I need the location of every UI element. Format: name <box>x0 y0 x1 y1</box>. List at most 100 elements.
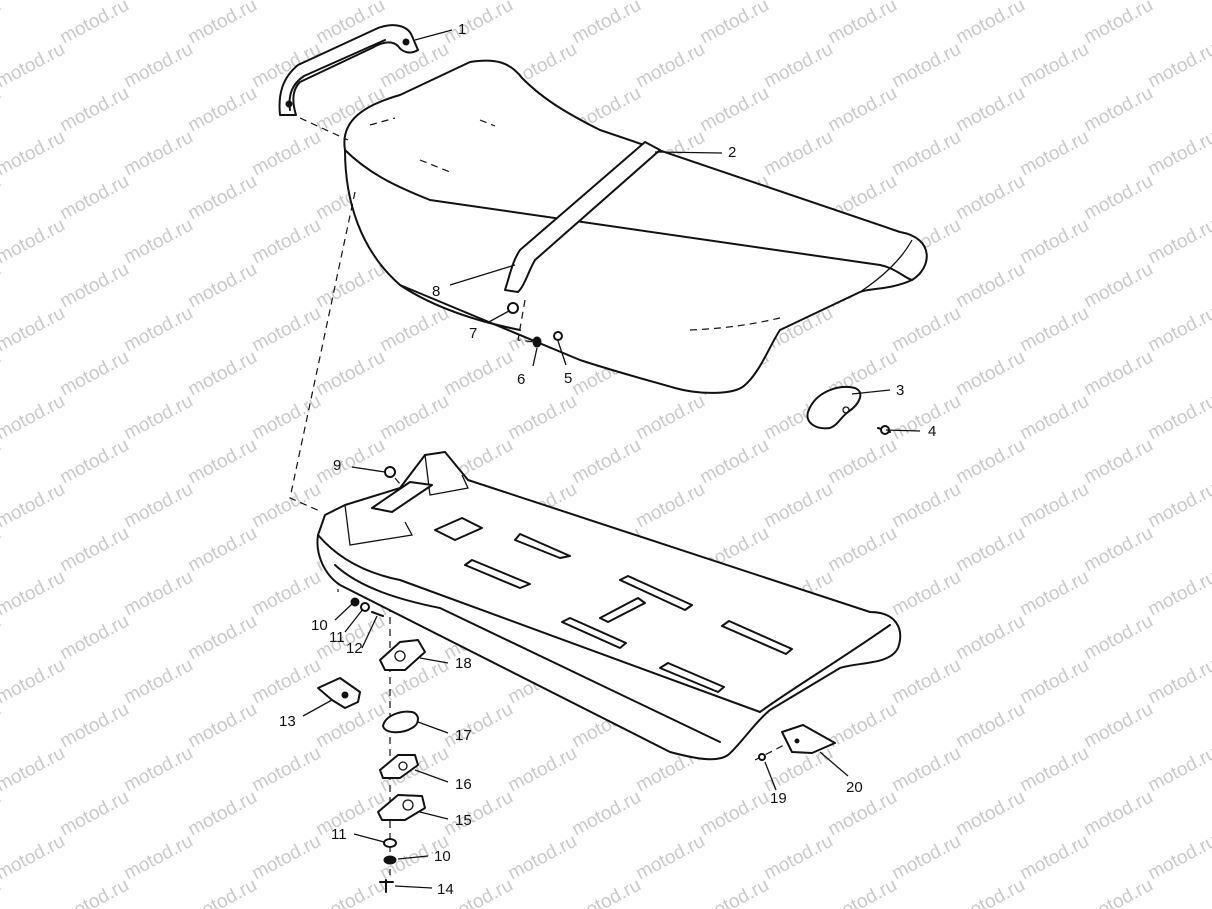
callout-15: 15 <box>455 812 472 829</box>
watermark-text: motod.ru <box>56 875 132 909</box>
callout-12: 12 <box>346 640 363 657</box>
watermark-text: motod.ru <box>1208 875 1212 909</box>
watermark-text: motod.ru <box>0 39 69 93</box>
watermark-text: motod.ru <box>1144 567 1212 621</box>
watermark-text: motod.ru <box>888 127 964 181</box>
watermark-text: motod.ru <box>1144 303 1212 357</box>
callout-6: 6 <box>517 371 525 388</box>
watermark-text: motod.ru <box>120 655 196 709</box>
watermark-text: motod.ru <box>568 875 644 909</box>
watermark-text: motod.ru <box>376 0 452 4</box>
callout-14: 14 <box>437 881 454 898</box>
watermark-text: motod.ru <box>0 567 69 621</box>
watermark-text: motod.ru <box>888 655 964 709</box>
watermark-text: motod.ru <box>504 0 580 4</box>
watermark-text: motod.ru <box>312 435 388 489</box>
watermark-text: motod.ru <box>248 655 324 709</box>
seat-strap <box>504 141 661 293</box>
watermark-text: motod.ru <box>56 171 132 225</box>
watermark-text: motod.ru <box>632 391 708 445</box>
latch-plate-15 <box>377 794 426 821</box>
callout-4: 4 <box>928 423 936 440</box>
grab-handle <box>278 24 419 116</box>
watermark-text: motod.ru <box>824 523 900 577</box>
watermark-text: motod.ru <box>440 0 516 48</box>
watermark-text: motod.ru <box>760 831 836 885</box>
watermark-text: motod.ru <box>184 787 260 841</box>
watermark-text: motod.ru <box>184 347 260 401</box>
watermark-text: motod.ru <box>1080 259 1156 313</box>
watermark-text: motod.ru <box>760 39 836 93</box>
leader-lines <box>302 29 921 889</box>
watermark-text: motod.ru <box>952 171 1028 225</box>
pin-17 <box>382 710 419 734</box>
watermark-text: motod.ru <box>120 831 196 885</box>
watermark-text: motod.ru <box>1144 479 1212 533</box>
watermark-text: motod.ru <box>120 0 196 4</box>
watermark-text: motod.ru <box>312 875 388 909</box>
watermark-text: motod.ru <box>184 0 260 48</box>
washer-11-lower <box>383 838 397 848</box>
nut-7 <box>507 302 519 314</box>
watermark-text: motod.ru <box>504 391 580 445</box>
nut-9 <box>384 466 396 478</box>
watermark-text: motod.ru <box>824 83 900 137</box>
watermark-text: motod.ru <box>824 0 900 48</box>
watermark-text: motod.ru <box>0 479 69 533</box>
watermark-text: motod.ru <box>56 611 132 665</box>
bumper-3 <box>806 386 862 430</box>
watermark-text: motod.ru <box>568 0 644 48</box>
watermark-text: motod.ru <box>248 479 324 533</box>
watermark-text: motod.ru <box>1080 787 1156 841</box>
watermark-text: motod.ru <box>0 0 5 48</box>
watermark-text: motod.ru <box>888 303 964 357</box>
watermark-text: motod.ru <box>120 479 196 533</box>
watermark-text: motod.ru <box>0 0 69 4</box>
watermark-text: motod.ru <box>632 39 708 93</box>
watermark-text: motod.ru <box>1080 699 1156 753</box>
rivet-19 <box>758 753 766 761</box>
callout-3: 3 <box>896 382 904 399</box>
watermark-text: motod.ru <box>1144 215 1212 269</box>
washer-10 <box>350 597 360 607</box>
watermark-text: motod.ru <box>568 787 644 841</box>
watermark-text: motod.ru <box>632 0 708 4</box>
watermark-text: motod.ru <box>56 83 132 137</box>
watermark-text: motod.ru <box>1016 0 1092 4</box>
watermark-text: motod.ru <box>120 743 196 797</box>
watermark-text: motod.ru <box>184 611 260 665</box>
watermark-text: motod.ru <box>184 875 260 909</box>
watermark-text: motod.ru <box>760 479 836 533</box>
watermark-text: motod.ru <box>760 0 836 4</box>
watermark-text: motod.ru <box>56 347 132 401</box>
bolt-5 <box>553 331 563 341</box>
watermark-text: motod.ru <box>1016 567 1092 621</box>
watermark-text: motod.ru <box>1144 127 1212 181</box>
callout-11-upper: 11 <box>329 629 345 646</box>
watermark-text: motod.ru <box>1016 655 1092 709</box>
watermark-text: motod.ru <box>888 831 964 885</box>
watermark-text: motod.ru <box>632 831 708 885</box>
watermark-text: motod.ru <box>312 699 388 753</box>
callout-18: 18 <box>455 655 472 672</box>
watermark-text: motod.ru <box>120 391 196 445</box>
watermark-text: motod.ru <box>952 83 1028 137</box>
watermark-text: motod.ru <box>1016 39 1092 93</box>
watermark-text: motod.ru <box>888 567 964 621</box>
watermark-text: motod.ru <box>632 479 708 533</box>
watermark-text: motod.ru <box>248 391 324 445</box>
watermark-text: motod.ru <box>248 831 324 885</box>
watermark-text: motod.ru <box>504 831 580 885</box>
watermark-text: motod.ru <box>312 787 388 841</box>
callout-10-upper: 10 <box>311 617 328 634</box>
watermark-text: motod.ru <box>1016 215 1092 269</box>
watermark-text: motod.ru <box>1080 611 1156 665</box>
watermark-text: motod.ru <box>1016 743 1092 797</box>
watermark-text: motod.ru <box>0 391 69 445</box>
callout-labels: 1 2 3 4 5 6 7 8 9 10 11 12 13 18 17 16 1… <box>279 21 936 898</box>
watermark-text: motod.ru <box>1080 347 1156 401</box>
watermark-text: motod.ru <box>1144 831 1212 885</box>
watermark-text: motod.ru <box>248 567 324 621</box>
callout-13: 13 <box>279 713 296 730</box>
callout-16: 16 <box>455 776 472 793</box>
